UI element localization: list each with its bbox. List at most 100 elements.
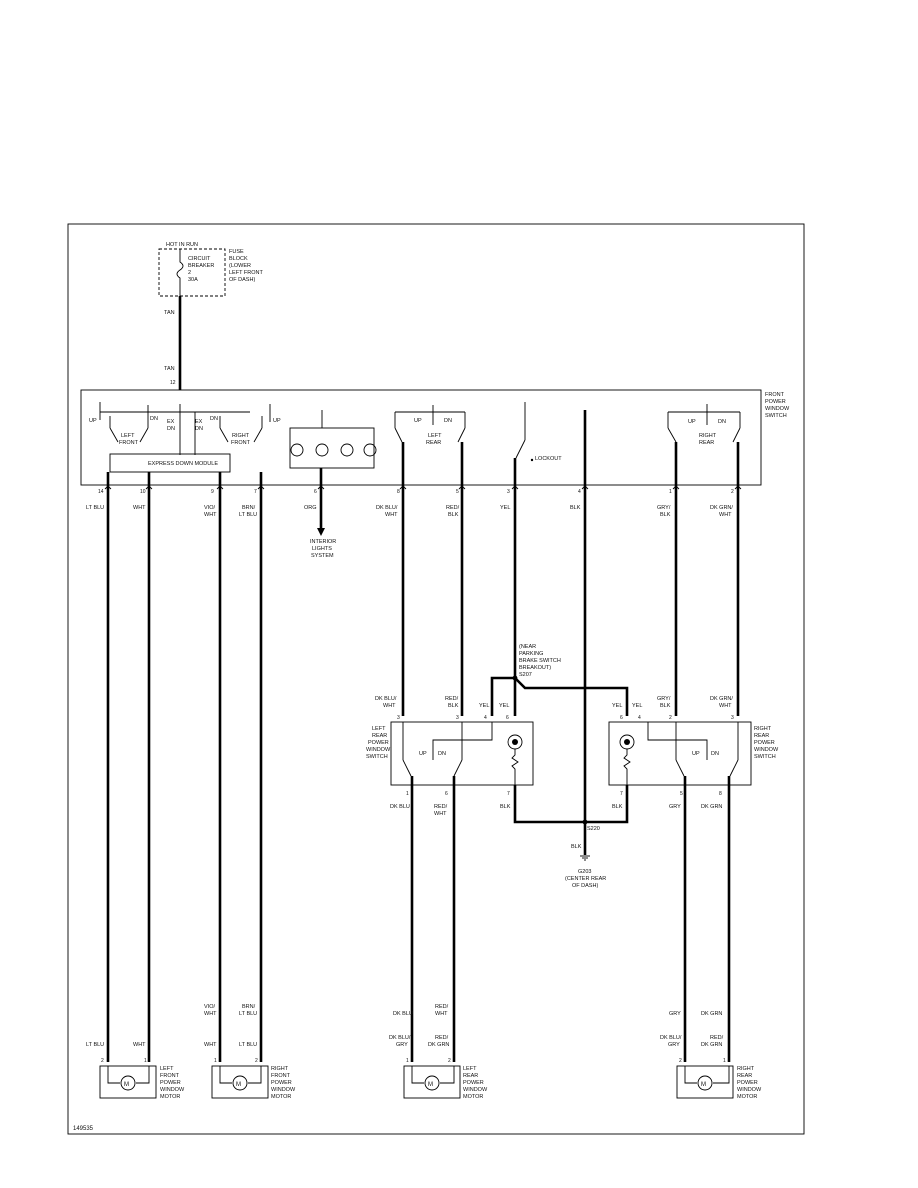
lights-outline <box>289 427 375 469</box>
ground-label-2: OF DASH) <box>572 883 598 889</box>
rr-motor-outline <box>676 1065 734 1099</box>
lockout-switch <box>515 439 526 459</box>
motor-icon <box>120 1075 136 1091</box>
lf-label-2: FRONT <box>119 440 139 446</box>
ex1-label: EX <box>167 419 175 425</box>
mid-dkblu: DK BLU <box>393 1011 413 1017</box>
pin-1: 1 <box>669 489 672 495</box>
wire-yel-to-rr <box>514 677 629 716</box>
connector-marks-top <box>104 485 742 490</box>
lr-out-pin-7: 7 <box>507 791 510 797</box>
rr-internal-feed <box>647 722 708 760</box>
tan-label-2: TAN <box>164 366 175 372</box>
rr-out-dkgrn: DK GRN <box>701 804 722 810</box>
rr-out-pin-8: 8 <box>719 791 722 797</box>
mid-gry: GRY <box>669 1011 681 1017</box>
wire-dkblu-label-1: DK BLU/ <box>376 505 398 511</box>
right-rear-power-window-motor: 2 1 M RIGHT REAR POWER WINDOW MOTOR <box>676 1058 762 1100</box>
rr-motor-label-3: POWER <box>737 1080 758 1086</box>
lf-motor-outline <box>99 1065 157 1099</box>
rr-motor-leads <box>684 1066 730 1084</box>
rr-dn-label: DN <box>711 751 719 757</box>
lf-dn-label: DN <box>150 416 158 422</box>
rr-switch-label-3: POWER <box>754 740 775 746</box>
wire-blk-ground-loop <box>513 785 629 824</box>
rf-label-2: FRONT <box>231 440 251 446</box>
hot-in-run-label: HOT IN RUN <box>166 242 198 248</box>
left-rear-power-window-motor: 1 2 M LEFT REAR POWER WINDOW MOTOR <box>403 1058 488 1100</box>
rf-motor-pin-2: 2 <box>255 1058 258 1064</box>
rf-motor-pin-1: 1 <box>214 1058 217 1064</box>
mid-brn-2: LT BLU <box>239 1011 257 1017</box>
mid-vio-2: WHT <box>204 1011 217 1017</box>
tan-label-1: TAN <box>164 310 175 316</box>
lf-motor-wire-2: WHT <box>133 1042 146 1048</box>
wire-red-label-1: RED/ <box>446 505 460 511</box>
lr-motor-wire-2b: DK GRN <box>428 1042 449 1048</box>
wire-brn-label-2: LT BLU <box>239 512 257 518</box>
ex1b-label: DN <box>167 426 175 432</box>
ex2-label: EX <box>195 419 203 425</box>
lr-out-red-2: WHT <box>434 811 447 817</box>
wire-dkgrn-label-1: DK GRN/ <box>710 505 733 511</box>
lr-switch-b-blade <box>457 427 466 443</box>
rr-sw-b-blade <box>729 759 739 777</box>
lf-motor-pin-2: 2 <box>101 1058 104 1064</box>
pin-14: 14 <box>98 489 104 495</box>
wire-lt-blu-label: LT BLU <box>86 505 104 511</box>
rf-dn-label: DN <box>210 416 218 422</box>
splice-label-2: PARKING <box>519 651 543 657</box>
lr-out-pin-6: 6 <box>445 791 448 797</box>
lr-pin-3: 3 <box>397 715 400 721</box>
motor-icon <box>697 1075 713 1091</box>
front-switch-title-4: SWITCH <box>765 413 787 419</box>
lf-motor-label-5: MOTOR <box>160 1094 180 1100</box>
rr-switch-label-1: RIGHT <box>754 726 772 732</box>
lr-motor-wire-1b: GRY <box>396 1042 408 1048</box>
lr-dn-label: DN <box>438 751 446 757</box>
wire-vio-label-2: WHT <box>204 512 217 518</box>
left-rear-power-window-switch: DK BLU/ WHT RED/ BLK YEL YEL 3 3 4 6 LEF… <box>366 696 534 786</box>
circuit-breaker-symbol <box>176 249 184 296</box>
interior-lights-label-3: SYSTEM <box>311 553 334 559</box>
mid-red-2: WHT <box>435 1011 448 1017</box>
rr-motor-wire-2a: RED/ <box>710 1035 724 1041</box>
lockout-label: LOCKOUT <box>535 456 562 462</box>
lf-motor-pin-1: 1 <box>144 1058 147 1064</box>
lr-dn-label: DN <box>444 418 452 424</box>
mid-brn-1: BRN/ <box>242 1004 256 1010</box>
pin-10: 10 <box>140 489 146 495</box>
rf-motor-label-5: MOTOR <box>271 1094 291 1100</box>
cb-label-3: 2 <box>188 270 191 276</box>
rf-motor-label-3: POWER <box>271 1080 292 1086</box>
lf-motor-label-4: WINDOW <box>160 1087 185 1093</box>
fuse-label-5: OF DASH) <box>229 277 255 283</box>
pin-2: 2 <box>731 489 734 495</box>
lf-motor-label-3: POWER <box>160 1080 181 1086</box>
rf-motor-m: M <box>236 1082 241 1088</box>
cb-label-4: 30A <box>188 277 198 283</box>
lr-out-red-1: RED/ <box>434 804 448 810</box>
lf-switch-b-blade <box>139 427 149 443</box>
rr-motor-label-2: REAR <box>737 1073 752 1079</box>
rf-motor-wire-1: WHT <box>204 1042 217 1048</box>
fuse-label-1: FUSE <box>229 249 244 255</box>
pin-3: 3 <box>507 489 510 495</box>
wire-dkblu-label-2: WHT <box>385 512 398 518</box>
rf-motor-label-2: FRONT <box>271 1073 291 1079</box>
pin-4: 4 <box>578 489 581 495</box>
lr-switch-label-1: LEFT <box>372 726 386 732</box>
lr-up-label: UP <box>419 751 427 757</box>
wire-red-label-2: BLK <box>448 512 459 518</box>
lr-pin-3b: 3 <box>456 715 459 721</box>
rf-motor-label-1: RIGHT <box>271 1066 289 1072</box>
rr-out-blk: BLK <box>612 804 623 810</box>
rr-motor-pin-1: 1 <box>723 1058 726 1064</box>
lr-motor-label-1: LEFT <box>463 1066 477 1072</box>
lr-motor-label-5: MOTOR <box>463 1094 483 1100</box>
lr-motor-leads <box>411 1066 455 1084</box>
fuse-label-4: LEFT FRONT <box>229 270 263 276</box>
right-rear-power-window-switch: YEL YEL GRY/ BLK DK GRN/ WHT 6 4 2 3 RIG… <box>608 696 779 786</box>
rr-motor-wire-1b: GRY <box>668 1042 680 1048</box>
lr-in-red-1: RED/ <box>445 696 459 702</box>
